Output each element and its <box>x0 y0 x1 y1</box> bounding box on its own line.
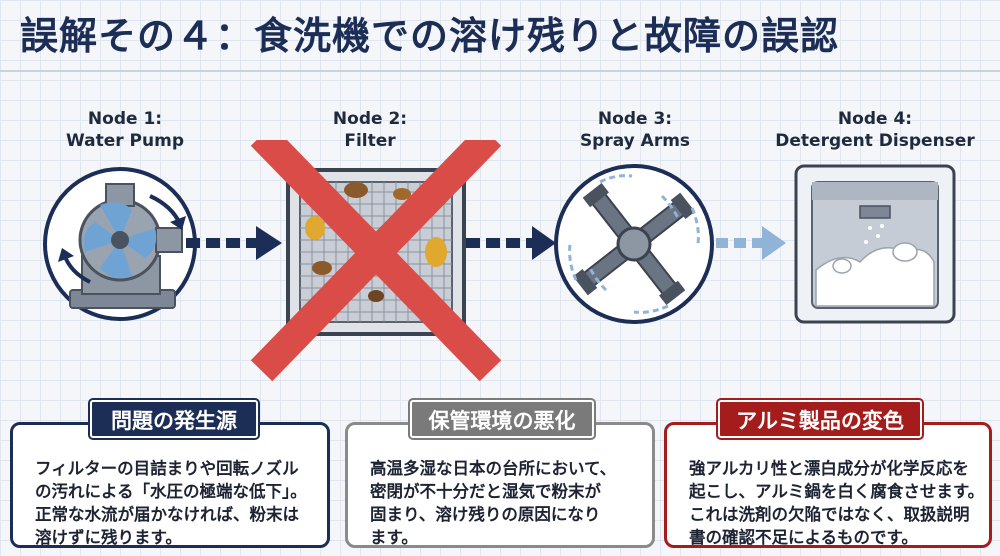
tag-storage-environment: 保管環境の悪化 <box>410 400 594 438</box>
node-4-label: Node 4:Detergent Dispenser <box>775 109 975 151</box>
card-problem-source: フィルターの目詰まりや回転ノズル の汚れによる「水圧の極端な低下」。 正常な水流… <box>10 422 330 548</box>
flow-arrow-1 <box>186 226 282 260</box>
tag-problem-source: 問題の発生源 <box>90 400 258 438</box>
node-1-label: Node 1:Water Pump <box>65 109 185 151</box>
flow-arrow-2 <box>466 226 556 260</box>
card-problem-source-text: フィルターの目詰まりや回転ノズル の汚れによる「水圧の極端な低下」。 正常な水流… <box>35 459 307 547</box>
card-aluminum-discoloration: 強アルカリ性と漂白成分が化学反応を 起こし、アルミ鍋を白く腐食させます。 これは… <box>664 422 992 548</box>
detergent-dispenser-icon <box>794 164 956 324</box>
card-aluminum-discoloration-text: 強アルカリ性と漂白成分が化学反応を 起こし、アルミ鍋を白く腐食させます。 これは… <box>689 459 985 547</box>
card-storage-environment: 高温多湿な日本の台所において、 密閉が不十分だと湿気で粉末が 固まり、溶け残りの… <box>345 422 655 548</box>
flow-arrow-3 <box>716 226 786 260</box>
cross-out-icon <box>250 140 502 382</box>
water-pump-icon <box>43 167 197 321</box>
tag-aluminum-discoloration: アルミ製品の変色 <box>718 400 922 438</box>
node-2-label: Node 2:Filter <box>332 109 408 151</box>
card-storage-environment-text: 高温多湿な日本の台所において、 密閉が不十分だと湿気で粉末が 固まり、溶け残りの… <box>370 459 617 547</box>
node-3-label: Node 3:Spray Arms <box>579 109 691 151</box>
spray-arms-icon <box>554 164 714 324</box>
title-divider <box>0 70 1000 72</box>
flow-diagram <box>43 140 956 382</box>
page-title: 誤解その４：食洗機での溶け残りと故障の誤認 <box>20 14 840 58</box>
